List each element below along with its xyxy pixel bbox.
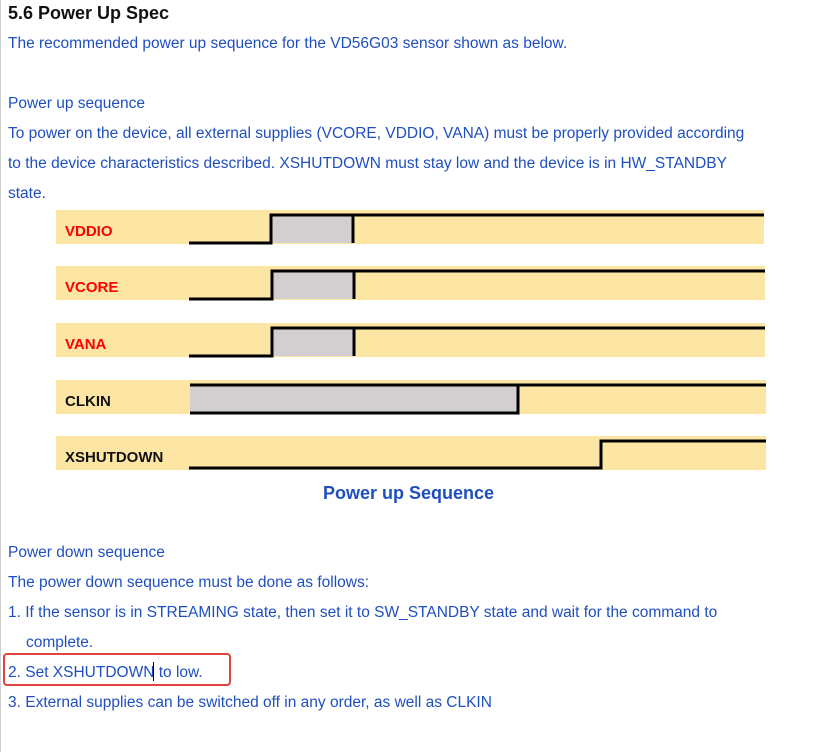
signal-pulse — [272, 328, 354, 356]
power-down-title: Power down sequence — [8, 544, 165, 561]
signal-waveform — [189, 439, 766, 470]
timing-diagram: VDDIO VCORE VANA CLKIN XSHUTDOWN — [56, 210, 766, 470]
signal-label: XSHUTDOWN — [65, 449, 163, 466]
step-2-highlight — [3, 653, 231, 686]
signal-waveform — [189, 213, 764, 245]
signal-pulse — [190, 385, 518, 413]
signal-clkin: CLKIN — [56, 380, 766, 415]
power-down-step-3: 3. External supplies can be switched off… — [8, 694, 492, 711]
power-down-step-1: 1. If the sensor is in STREAMING state, … — [8, 604, 718, 621]
signal-vddio: VDDIO — [56, 210, 764, 245]
signal-pulse — [272, 271, 354, 299]
diagram-caption: Power up Sequence — [323, 483, 495, 503]
power-down-step-1-cont: complete. — [26, 634, 94, 651]
signal-label: CLKIN — [65, 393, 111, 410]
power-down-intro: The power down sequence must be done as … — [8, 574, 370, 591]
text-cursor — [153, 662, 154, 681]
signal-vcore: VCORE — [56, 266, 765, 301]
power-up-line-2: to the device characteristics described.… — [8, 155, 727, 172]
signal-waveform — [189, 326, 765, 358]
signal-xshutdown: XSHUTDOWN — [56, 436, 766, 470]
signal-label: VDDIO — [65, 223, 113, 240]
power-down-step-2: 2. Set XSHUTDOWN to low. — [8, 664, 203, 681]
signal-vana: VANA — [56, 323, 765, 358]
signal-label: VANA — [65, 336, 107, 353]
signal-pulse — [271, 215, 353, 243]
page-left-border — [0, 0, 1, 752]
power-up-title: Power up sequence — [8, 95, 146, 112]
power-up-line-3: state. — [8, 185, 46, 202]
section-heading: 5.6 Power Up Spec — [8, 3, 170, 23]
signal-waveform-edge — [190, 385, 520, 415]
intro-text: The recommended power up sequence for th… — [8, 35, 568, 52]
signal-waveform — [189, 269, 765, 301]
signal-label: VCORE — [65, 279, 118, 296]
power-up-line-1: To power on the device, all external sup… — [8, 125, 745, 142]
